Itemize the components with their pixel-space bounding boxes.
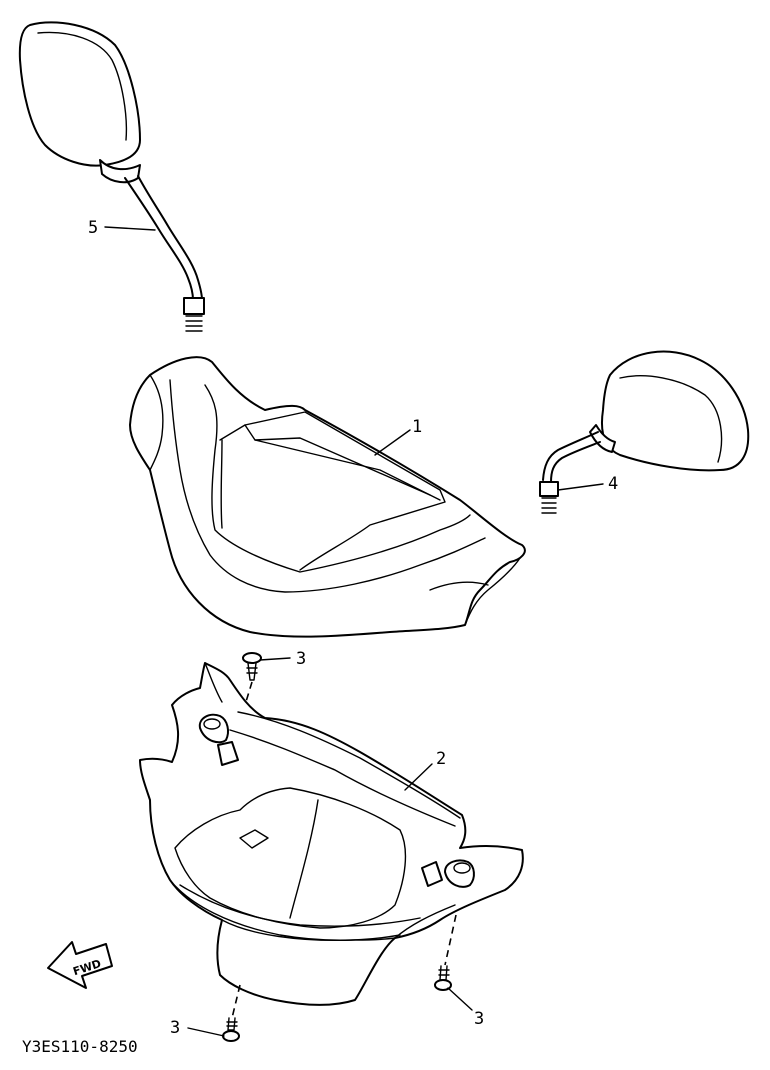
fwd-arrow-icon: FWD: [47, 941, 113, 989]
lower-handlebar-cover: [139, 662, 524, 1006]
screw-left: [222, 984, 241, 1042]
callout-3-left: 3: [170, 1018, 180, 1038]
right-mirror: [539, 350, 750, 514]
callout-1: 1: [412, 417, 422, 437]
screw-right: [434, 914, 457, 991]
upper-handlebar-cover: [129, 356, 526, 638]
diagram-code: Y3ES110-8250: [22, 1037, 138, 1056]
callout-3-upper: 3: [296, 649, 306, 669]
left-mirror: [18, 21, 205, 332]
screw-upper: [242, 652, 262, 706]
leader-lines: [104, 226, 604, 1037]
callout-5: 5: [88, 218, 98, 238]
callout-2: 2: [436, 749, 446, 769]
callout-3-right: 3: [474, 1009, 484, 1029]
callout-4: 4: [608, 474, 618, 494]
